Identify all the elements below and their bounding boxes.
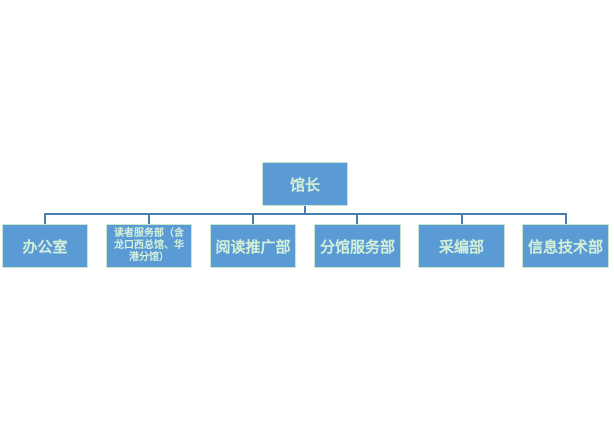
connector-child — [461, 213, 463, 224]
node-label: 办公室 — [22, 237, 68, 256]
connector-root-stem — [304, 206, 306, 214]
connector-child — [44, 213, 46, 224]
node-label: 信息技术部 — [527, 237, 603, 256]
node-branch-services: 分馆服务部 — [314, 224, 401, 268]
connector-child — [356, 213, 358, 224]
root-node-director: 馆长 — [262, 162, 348, 206]
node-reader-services: 读者服务部（含龙口西总馆、华港分馆） — [106, 224, 192, 268]
node-label: 读者服务部（含龙口西总馆、华港分馆） — [114, 228, 184, 263]
connector-child — [565, 213, 567, 224]
node-label: 采编部 — [438, 237, 484, 256]
connector-child — [252, 213, 254, 224]
node-reading-promotion: 阅读推广部 — [210, 224, 296, 268]
connector-horizontal — [44, 213, 566, 215]
node-office: 办公室 — [2, 224, 88, 268]
connector-child — [148, 213, 150, 224]
node-label: 分馆服务部 — [319, 237, 395, 256]
node-label: 馆长 — [289, 175, 320, 194]
node-information-technology: 信息技术部 — [522, 224, 609, 268]
node-acquisition-cataloging: 采编部 — [418, 224, 505, 268]
node-label: 阅读推广部 — [215, 237, 291, 256]
